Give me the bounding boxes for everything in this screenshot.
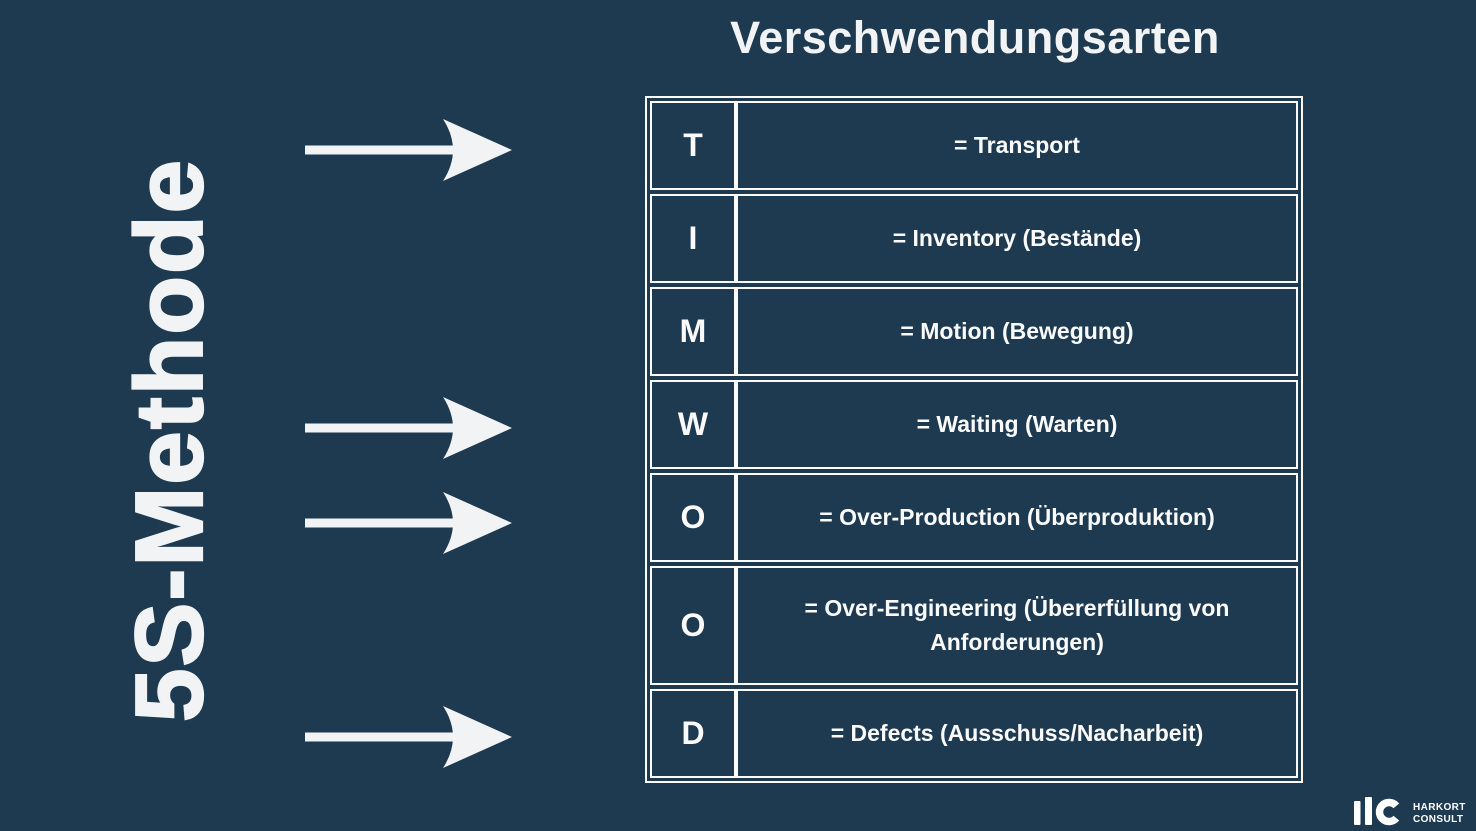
table-row: T = Transport xyxy=(650,101,1298,190)
vertical-title-5s-methode: 5S-Methode xyxy=(115,157,224,723)
letter-cell: I xyxy=(650,194,736,283)
description-cell: = Waiting (Warten) xyxy=(736,380,1298,469)
table-row: D = Defects (Ausschuss/Nacharbeit) xyxy=(650,689,1298,778)
description-cell: = Over-Production (Überproduktion) xyxy=(736,473,1298,562)
harkort-logo: HARKORT CONSULT xyxy=(1352,795,1466,827)
iic-logo-mark-icon xyxy=(1354,797,1400,826)
logo-text-line2: CONSULT xyxy=(1413,814,1464,825)
table-row: O = Over-Production (Überproduktion) xyxy=(650,473,1298,562)
letter-cell: O xyxy=(650,566,736,685)
table-row: O = Over-Engineering (Übererfüllung von … xyxy=(650,566,1298,685)
logo-text-line1: HARKORT xyxy=(1413,802,1466,813)
table-row: M = Motion (Bewegung) xyxy=(650,287,1298,376)
right-arrow-icon xyxy=(305,119,512,181)
table-row: W = Waiting (Warten) xyxy=(650,380,1298,469)
description-cell: = Motion (Bewegung) xyxy=(736,287,1298,376)
letter-cell: T xyxy=(650,101,736,190)
letter-cell: O xyxy=(650,473,736,562)
table-row: I = Inventory (Bestände) xyxy=(650,194,1298,283)
right-arrow-icon xyxy=(305,397,512,459)
logo-text: HARKORT CONSULT xyxy=(1413,802,1466,827)
description-cell: = Over-Engineering (Übererfüllung von An… xyxy=(736,566,1298,685)
description-cell: = Inventory (Bestände) xyxy=(736,194,1298,283)
letter-cell: M xyxy=(650,287,736,376)
right-arrow-icon xyxy=(305,492,512,554)
right-arrow-icon xyxy=(305,706,512,768)
description-cell: = Transport xyxy=(736,101,1298,190)
letter-cell: W xyxy=(650,380,736,469)
waste-types-table: T = Transport I = Inventory (Bestände) M… xyxy=(645,96,1303,783)
letter-cell: D xyxy=(650,689,736,778)
description-cell: = Defects (Ausschuss/Nacharbeit) xyxy=(736,689,1298,778)
table-title: Verschwendungsarten xyxy=(730,12,1220,63)
